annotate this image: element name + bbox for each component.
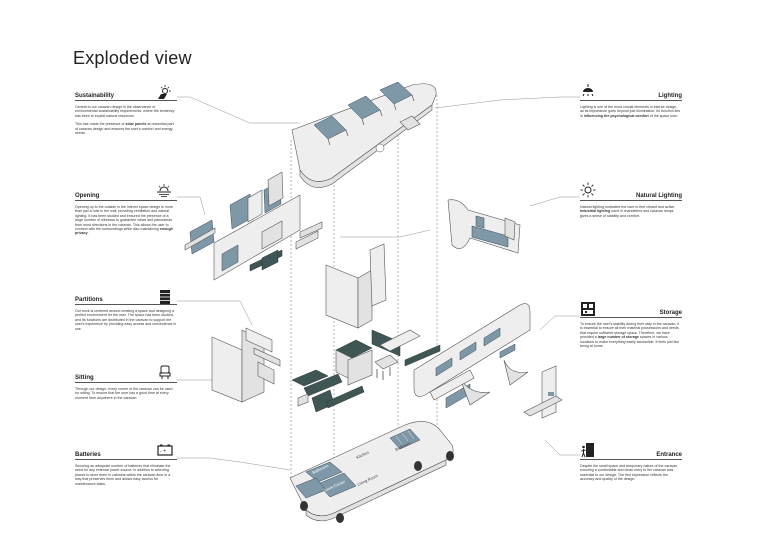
sitting-furniture: [291, 369, 365, 413]
heading-partitions: Partitions: [75, 297, 177, 305]
heading-natural-lighting: Natural Lighting: [580, 193, 682, 201]
section-natural-lighting: Natural Lighting Natural lighting motiva…: [580, 193, 682, 218]
roof-panel: [291, 81, 437, 188]
text-part: spaces in various locations to make ever…: [580, 335, 680, 349]
text-sustainability-p1: Central to our caravan design is the obs…: [75, 105, 175, 118]
heading-opening: Opening: [75, 193, 177, 201]
chair-icon: [159, 365, 171, 379]
door-icon: [581, 443, 594, 458]
text-part: To ensure the user's stability during th…: [580, 322, 680, 340]
text-part: used in chandeliers and caravan lamps gi…: [580, 209, 674, 218]
floor-label-kitchen: Kitchen: [355, 450, 369, 460]
entrance-steps: [523, 365, 563, 419]
left-wall-panels: [184, 171, 323, 281]
text-natural-lighting: Natural lighting motivates the user to f…: [580, 205, 682, 218]
heading-entrance: Entrance: [580, 452, 682, 460]
heading-batteries: Batteries: [75, 452, 177, 460]
right-wall-panel: [447, 199, 521, 254]
text-sustainability: Central to our caravan design is the obs…: [75, 105, 177, 135]
section-lighting: Lighting Lighting is one of the most cru…: [580, 93, 682, 118]
text-part: of the space user.: [648, 113, 679, 118]
bulb-icon: [582, 84, 594, 97]
battery-icon: - +: [157, 444, 173, 456]
floor-label-bedroom: Bedroom: [394, 440, 411, 452]
text-entrance: Despite the small space and temporary na…: [580, 464, 679, 482]
section-entrance: Entrance Despite the small space and tem…: [580, 452, 682, 482]
text-partitions: Our work is centered around creating a s…: [75, 309, 177, 331]
floor-plate: Bedroom Kitchen Living Room Bathroom Wor…: [289, 421, 454, 523]
text-part: .: [87, 231, 89, 236]
text-part: This has made the presence of: [75, 122, 126, 127]
text-bold: large number of storage: [597, 335, 639, 340]
heading-sustainability: Sustainability: [75, 93, 177, 101]
kitchen-furniture: [335, 329, 441, 386]
text-bold: Industrial lighting: [580, 209, 611, 214]
section-opening: Opening Opening up to the outside in the…: [75, 193, 177, 236]
page-title: Exploded view: [73, 48, 192, 68]
sun-icon: [580, 182, 596, 198]
partition-walls: [325, 243, 387, 329]
text-part: Opening up to the outside in the interio…: [75, 205, 173, 232]
text-batteries: Securing an adequate number of batteries…: [75, 464, 171, 486]
section-batteries: Batteries Securing an adequate number of…: [75, 452, 177, 486]
heading-sitting: Sitting: [75, 375, 177, 383]
section-sitting: Sitting Through our design, every corner…: [75, 375, 177, 400]
storage-icon: [581, 302, 595, 316]
vertical-guides: [290, 95, 438, 500]
text-part: Lighting is one of the most crucial elem…: [580, 105, 681, 118]
text-part: Natural lighting motivates the user to f…: [580, 205, 676, 209]
section-partitions: Partitions Our work is centered around c…: [75, 297, 177, 331]
text-part: an essential part of caravan design and …: [75, 122, 174, 136]
section-sustainability: Sustainability Central to our caravan de…: [75, 93, 177, 135]
text-bold: solar panels: [125, 122, 147, 127]
heading-storage: Storage: [580, 310, 682, 318]
text-storage: To ensure the user's stability during th…: [580, 322, 682, 348]
svg-text:- +: - +: [160, 449, 166, 455]
storage-wall: [413, 303, 531, 409]
text-sustainability-p2: This has made the presence of solar pane…: [75, 122, 177, 135]
window-sun-icon: [157, 184, 171, 197]
text-sitting: Through our design, every corner of the …: [75, 387, 173, 400]
heading-lighting: Lighting: [580, 93, 682, 101]
section-storage: Storage To ensure the user's stability d…: [580, 310, 682, 348]
shelves-icon: [160, 290, 170, 304]
text-lighting: Lighting is one of the most crucial elem…: [580, 105, 682, 118]
text-bold: influencing the psychological comfort: [583, 113, 649, 118]
text-opening: Opening up to the outside in the interio…: [75, 205, 177, 236]
solar-sun-icon: [158, 85, 171, 99]
text-bold: enough privacy: [75, 227, 173, 236]
partition-shelf: [211, 327, 281, 403]
